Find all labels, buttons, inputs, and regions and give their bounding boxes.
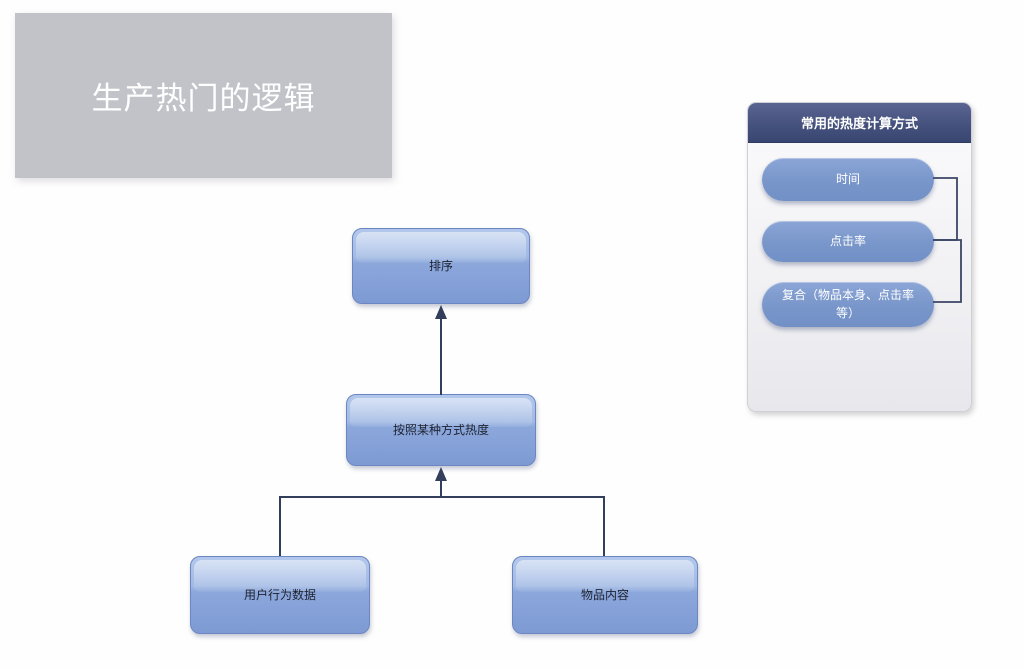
- heat-methods-panel: 常用的热度计算方式 时间 点击率 复合（物品本身、点击率等）: [747, 102, 972, 412]
- pill-click-rate: 点击率: [762, 221, 934, 262]
- flow-node-method: 按照某种方式热度: [346, 394, 536, 466]
- pill-time: 时间: [762, 158, 934, 201]
- pill-composite: 复合（物品本身、点击率等）: [762, 282, 934, 327]
- flow-node-sort: 排序: [352, 228, 530, 304]
- flow-node-item-content: 物品内容: [512, 556, 698, 634]
- flow-node-user-behavior: 用户行为数据: [190, 556, 370, 634]
- flow-node-sort-label: 排序: [428, 258, 453, 273]
- slide-title: 生产热门的逻辑: [91, 81, 316, 116]
- flow-node-method-label: 按照某种方式热度: [392, 422, 489, 437]
- flow-node-item-content-label: 物品内容: [580, 587, 629, 602]
- arrowhead-up-to-sort: [435, 305, 447, 319]
- title-card: 生产热门的逻辑: [15, 13, 392, 178]
- flow-node-user-behavior-label: 用户行为数据: [243, 587, 316, 602]
- heat-methods-panel-header: 常用的热度计算方式: [748, 103, 971, 143]
- arrowhead-up-to-method: [435, 467, 447, 481]
